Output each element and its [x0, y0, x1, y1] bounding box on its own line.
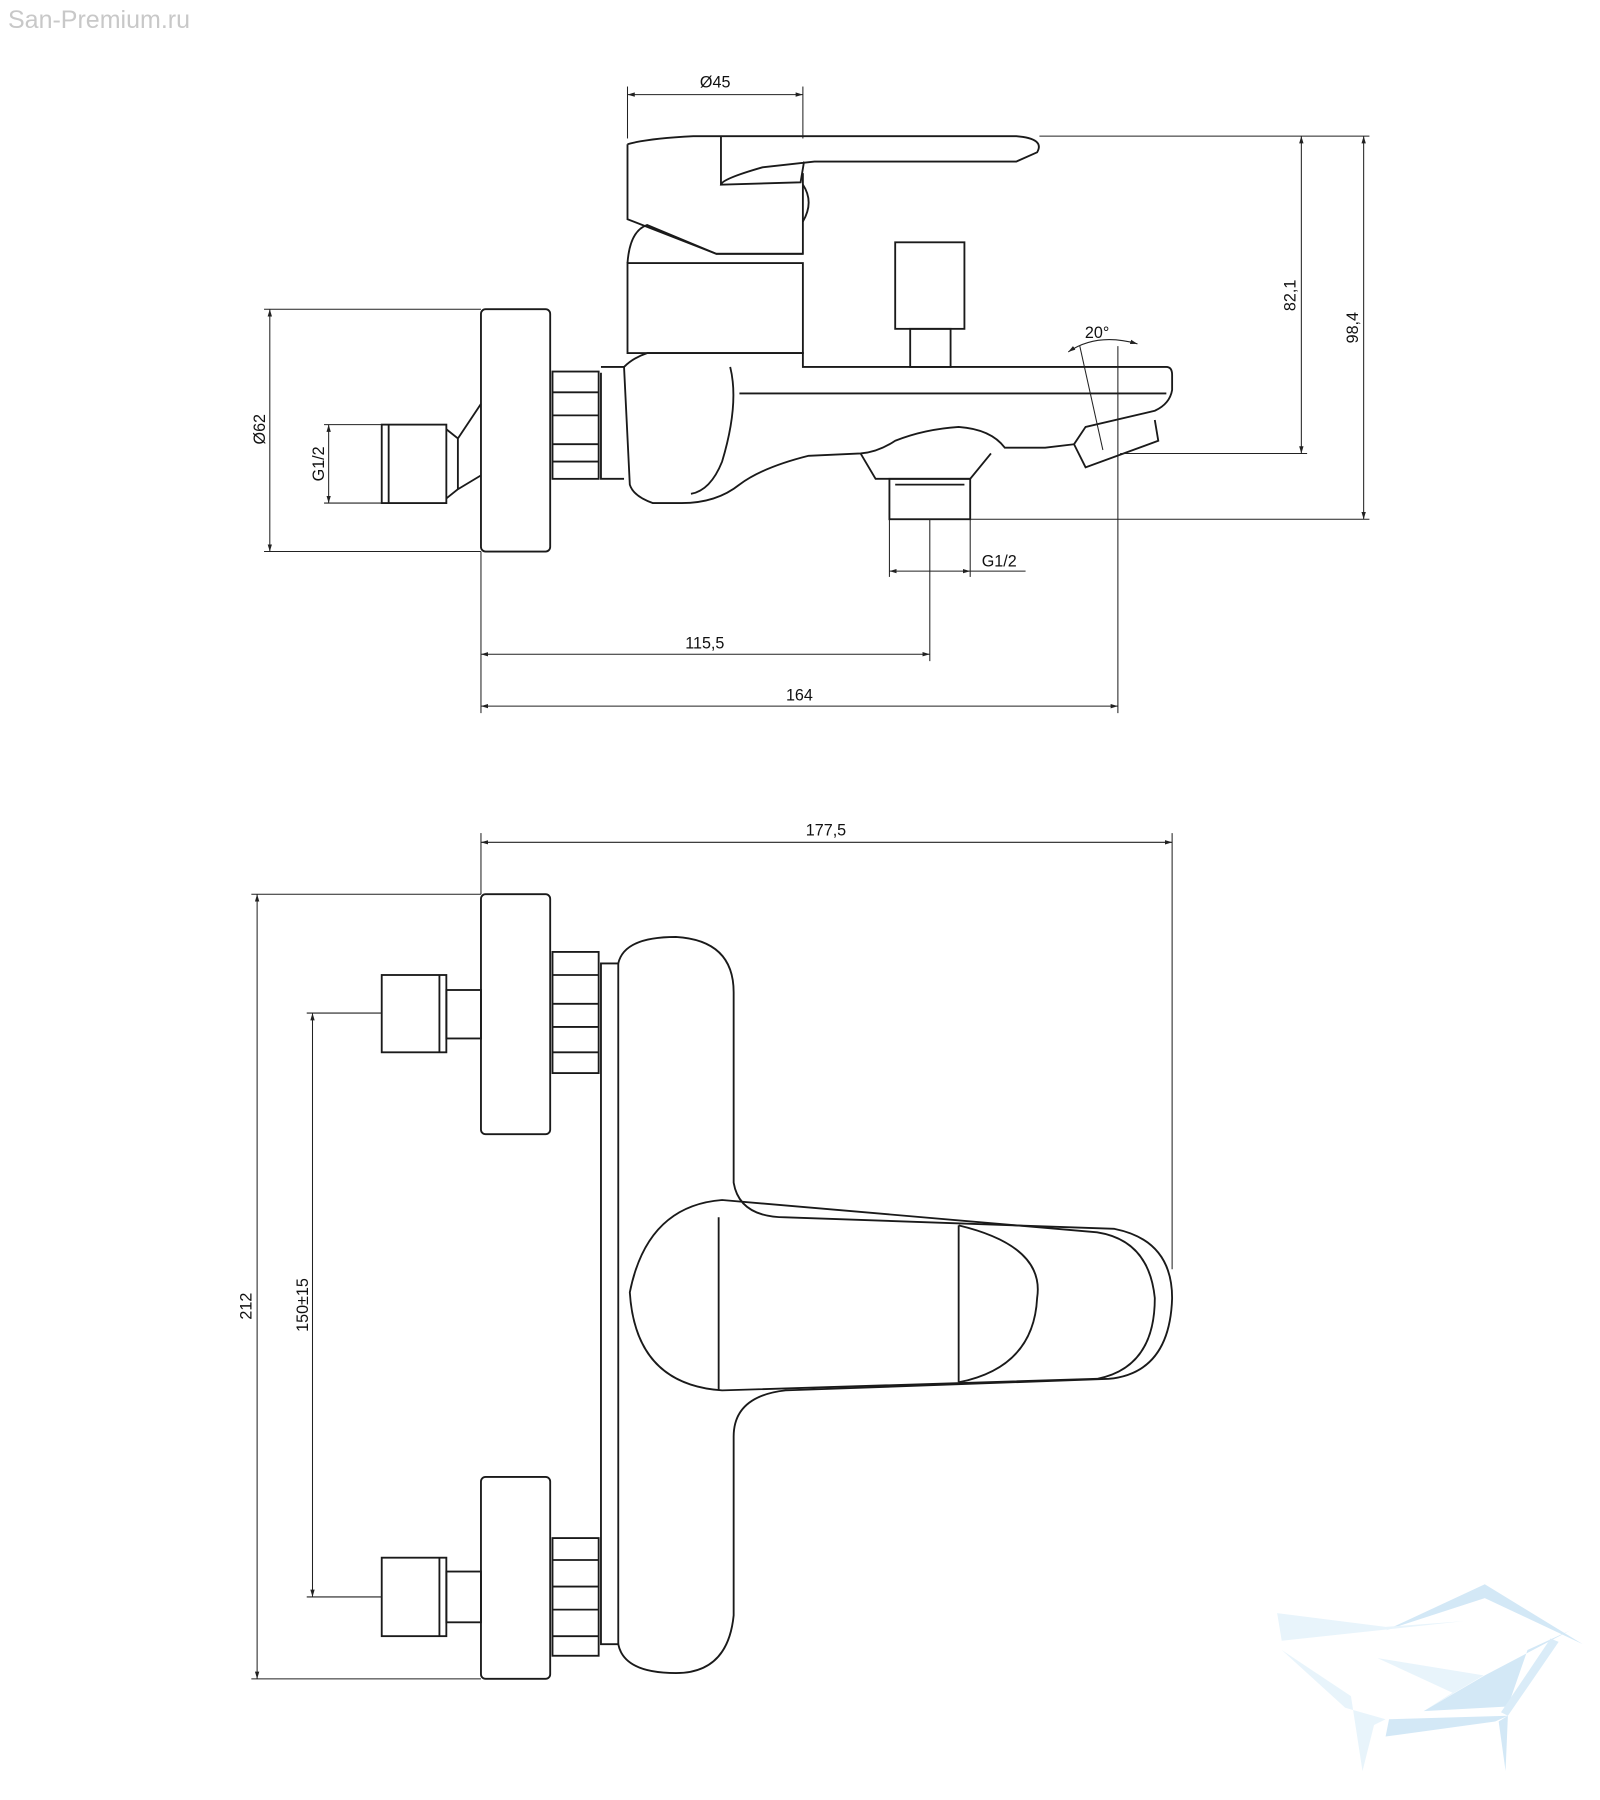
dim-handle-diameter: Ø45 [626, 74, 804, 139]
dim-label: 150±15 [294, 1278, 312, 1332]
dim-label: G1/2 [982, 553, 1017, 571]
dim-outlet-thread: G1/2 [888, 519, 1026, 577]
mixer-body-top [600, 935, 1174, 1675]
dim-overall-length: 177,5 [480, 821, 1173, 1270]
watermark-text: San-Premium.ru [8, 6, 190, 34]
dim-label: 82,1 [1282, 280, 1300, 311]
dim-label: G1/2 [310, 446, 328, 481]
dim-spout-angle: 20° [1067, 324, 1138, 714]
wall-flange-lower [480, 1475, 552, 1680]
dim-label: 115,5 [685, 634, 724, 652]
side-view: Ø45 Ø62 G1/2 82,1 98,4 20° [251, 74, 1370, 714]
dim-inlet-thread: G1/2 [310, 424, 382, 504]
cartridge-housing [626, 173, 810, 354]
hex-nuts [551, 950, 600, 1657]
dim-label: 20° [1085, 324, 1109, 342]
dim-heights: 82,1 98,4 [970, 135, 1370, 520]
dim-label: Ø45 [700, 74, 731, 92]
diverter-knob [894, 241, 966, 368]
dim-label: 98,4 [1344, 312, 1362, 343]
dim-inlet-spacing: 150±15 [294, 1012, 382, 1598]
wall-flange-upper [480, 893, 552, 1136]
hex-nut [551, 370, 600, 480]
top-view: 177,5 212 150±15 [237, 821, 1174, 1680]
dim-label: 212 [237, 1293, 255, 1320]
inlet-nipples [380, 974, 482, 1638]
dim-lengths: 115,5 164 [480, 519, 1118, 714]
dim-label: 164 [786, 686, 813, 704]
logo-watermark [1277, 1584, 1583, 1772]
dim-overall-width: 212 [237, 893, 481, 1680]
wall-flange [480, 308, 552, 553]
dim-label: 177,5 [806, 821, 846, 839]
dim-label: Ø62 [251, 414, 269, 445]
lever-handle [626, 135, 1040, 255]
inlet-nipple [380, 403, 482, 504]
dim-flange-diameter: Ø62 [251, 308, 481, 553]
